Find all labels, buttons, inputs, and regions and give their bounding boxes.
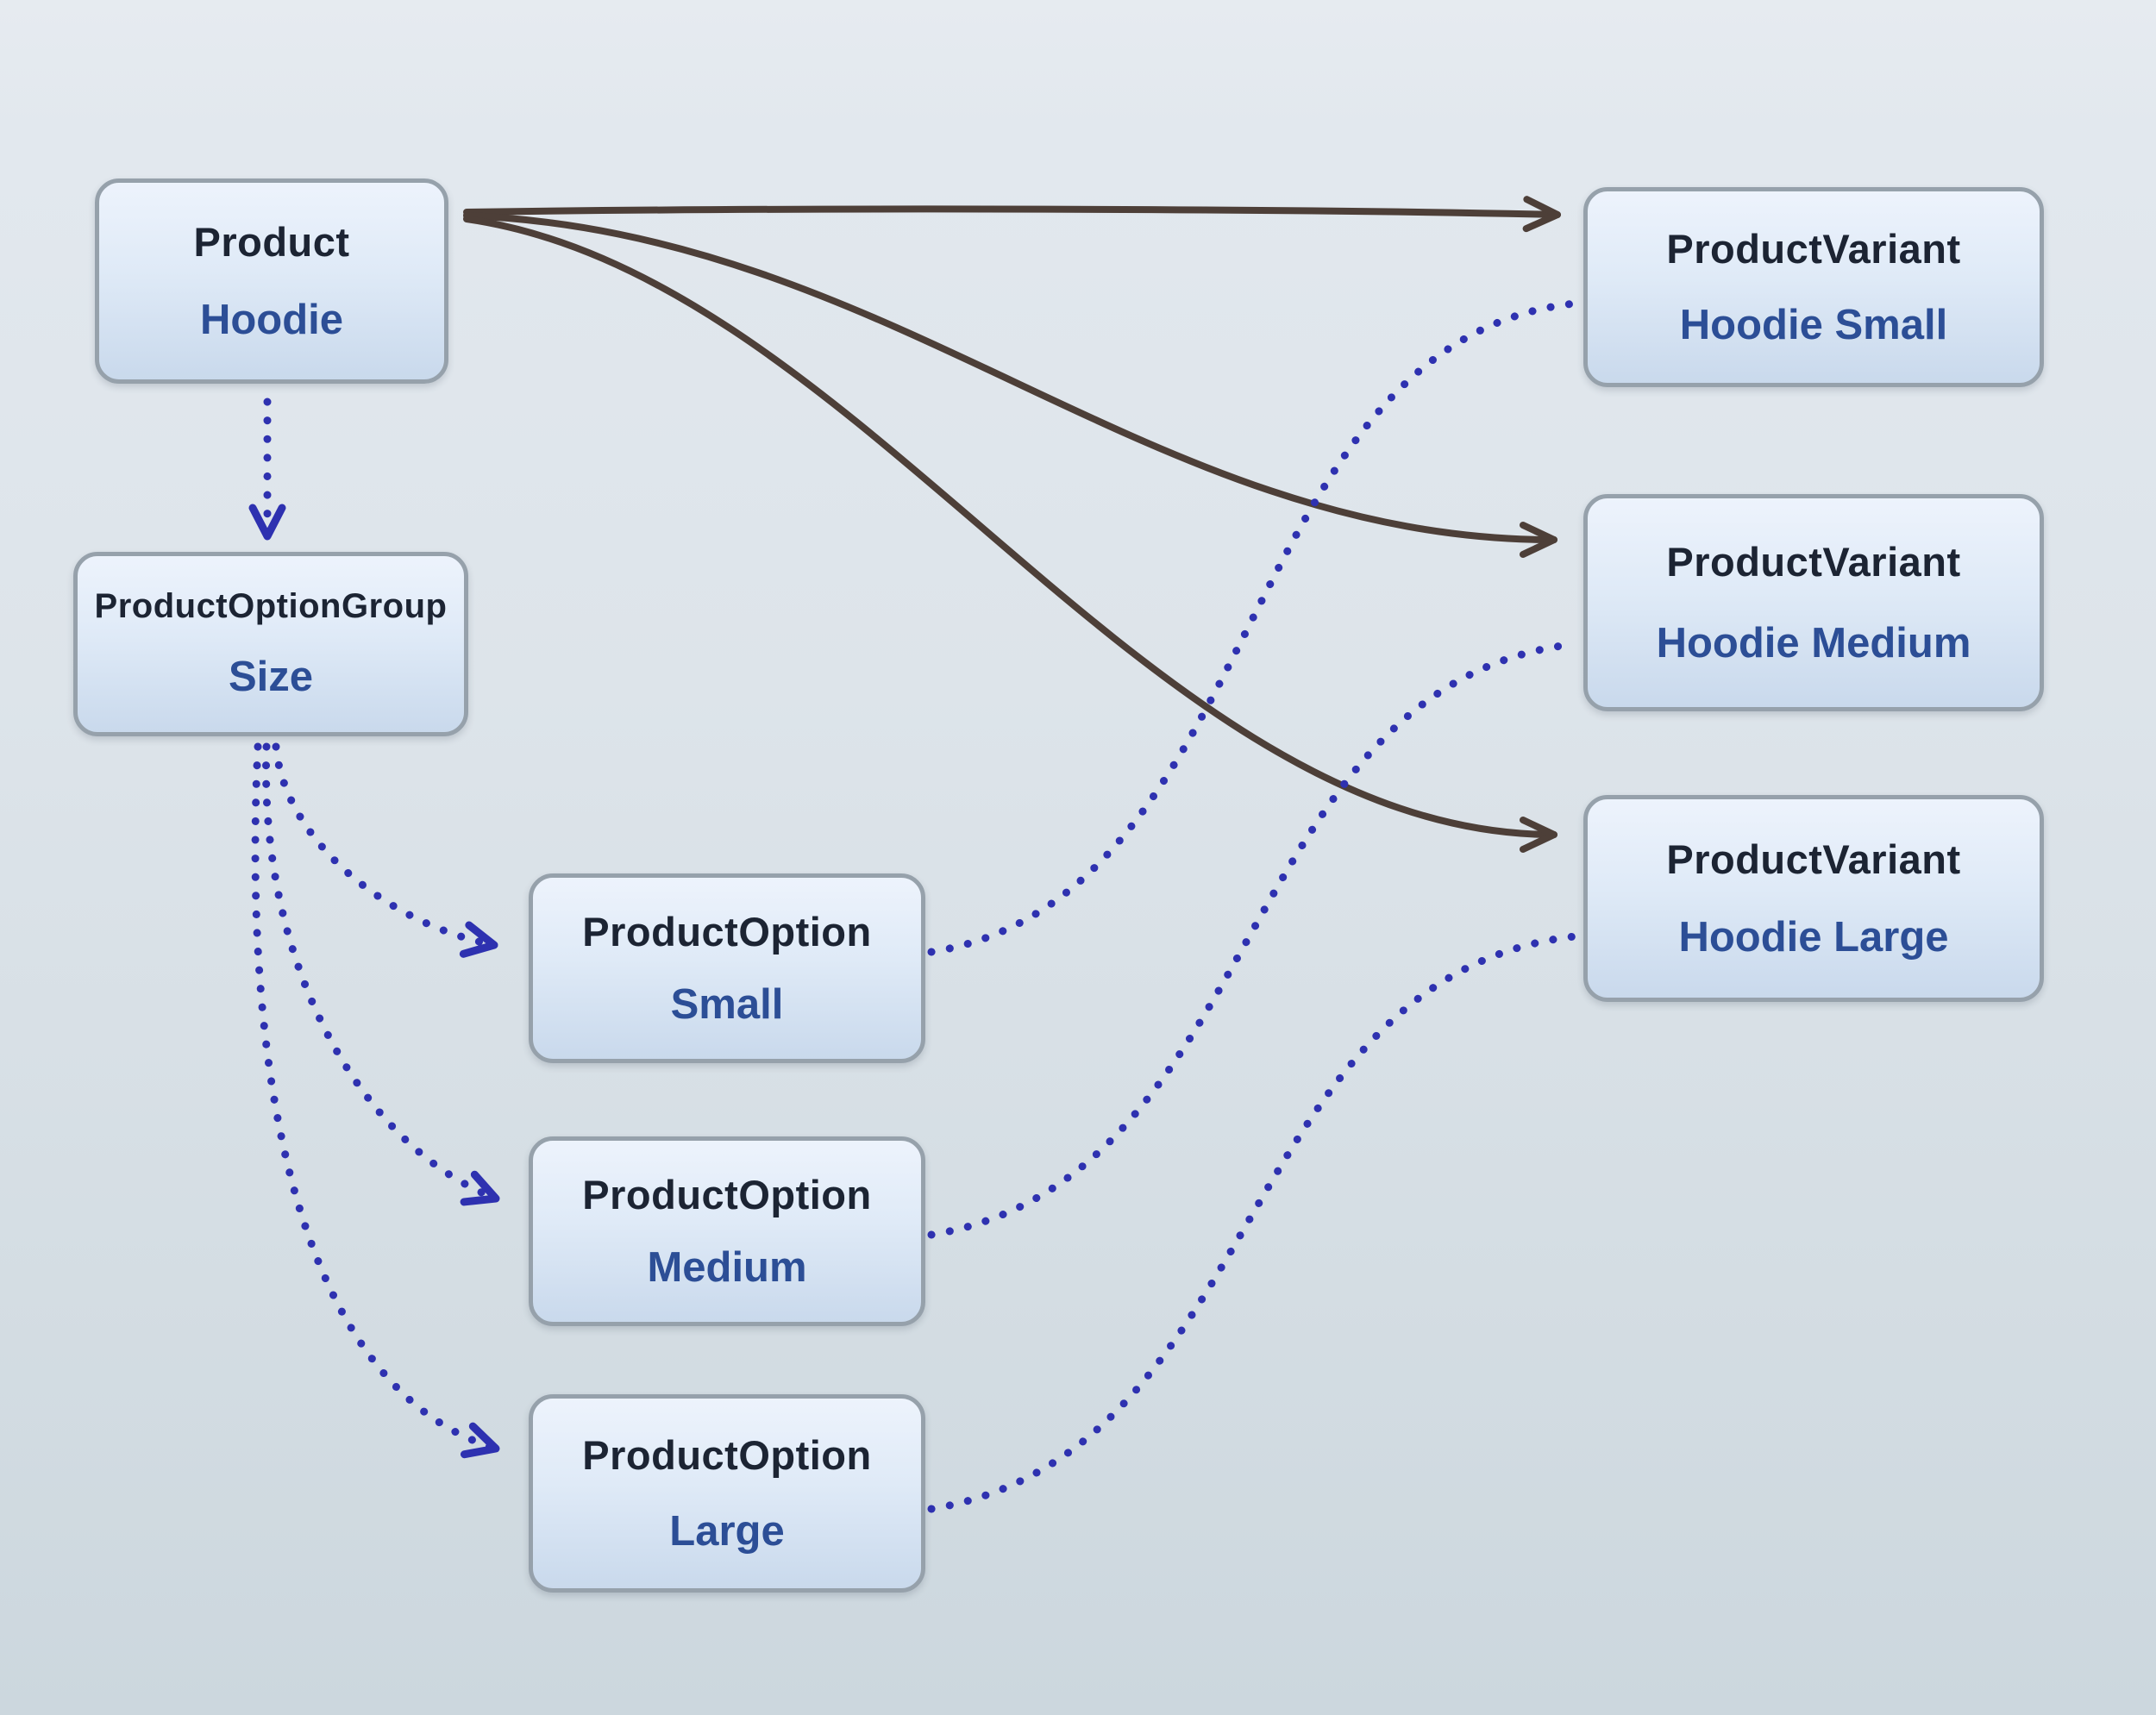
node-label: Hoodie [199,297,344,343]
node-type: ProductVariant [1666,226,1961,272]
node-product: Product Hoodie [95,178,448,384]
node-type: ProductOptionGroup [94,587,448,626]
edge-group-to-option-small [272,742,498,958]
node-label: Medium [647,1244,807,1291]
node-type: ProductOption [582,1172,872,1217]
edge-option-large-to-variant-large [927,932,1579,1513]
edge-option-small-to-variant-small [927,299,1579,956]
node-product-option-large: ProductOption Large [529,1394,925,1593]
node-product-variant-medium: ProductVariant Hoodie Medium [1583,494,2044,711]
node-label: Small [670,981,784,1028]
node-product-option-small: ProductOption Small [529,873,925,1063]
node-label: Hoodie Small [1679,302,1948,348]
node-type: ProductVariant [1666,538,1961,585]
edge-group-to-option-medium [262,742,500,1206]
node-product-option-group: ProductOptionGroup Size [73,552,468,736]
node-type: ProductVariant [1666,836,1961,882]
node-product-variant-small: ProductVariant Hoodie Small [1583,187,2044,387]
edge-option-medium-to-variant-medium [927,640,1579,1239]
node-type: ProductOption [582,1432,872,1479]
node-type: ProductOption [582,909,872,955]
edge-product-to-variant-medium [463,212,1557,558]
edge-product-to-variant-small [463,196,1561,233]
node-label: Large [669,1507,785,1555]
node-label: Size [228,653,314,700]
node-type: Product [193,219,350,265]
edge-product-to-variant-large [463,216,1557,853]
edge-group-to-option-large [251,742,500,1459]
node-label: Hoodie Medium [1656,620,1971,667]
node-label: Hoodie Large [1678,914,1949,961]
node-product-variant-large: ProductVariant Hoodie Large [1583,795,2044,1002]
node-product-option-medium: ProductOption Medium [529,1136,925,1326]
